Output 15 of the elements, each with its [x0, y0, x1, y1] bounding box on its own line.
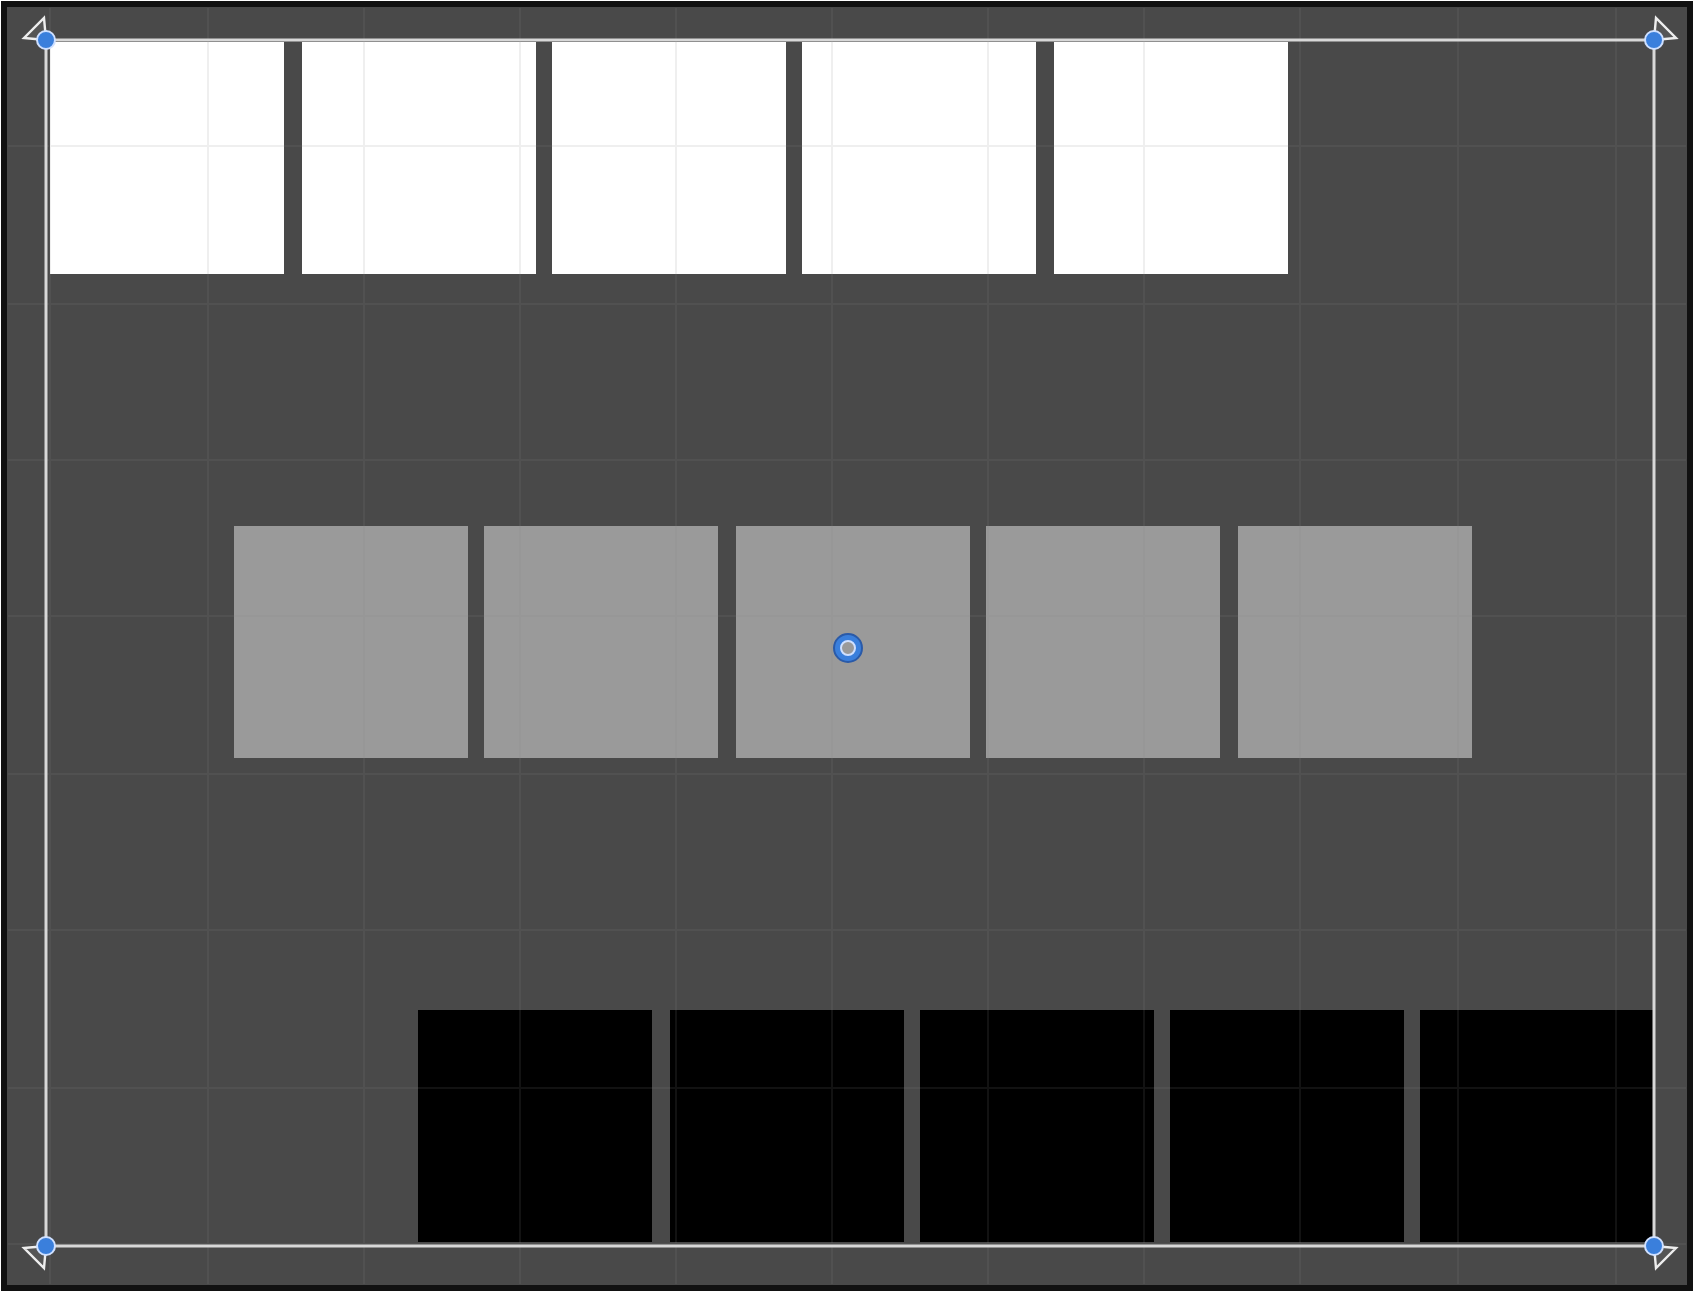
- panel: [670, 1010, 904, 1242]
- panel: [1170, 1010, 1404, 1242]
- panel: [802, 42, 1036, 274]
- panel: [1238, 526, 1472, 758]
- panel: [484, 526, 718, 758]
- panel: [736, 526, 970, 758]
- panel: [1420, 1010, 1654, 1242]
- panel: [50, 42, 284, 274]
- panel: [552, 42, 786, 274]
- panel: [302, 42, 536, 274]
- panel: [986, 526, 1220, 758]
- panel: [920, 1010, 1154, 1242]
- panel: [234, 526, 468, 758]
- panel: [418, 1010, 652, 1242]
- panel: [1054, 42, 1288, 274]
